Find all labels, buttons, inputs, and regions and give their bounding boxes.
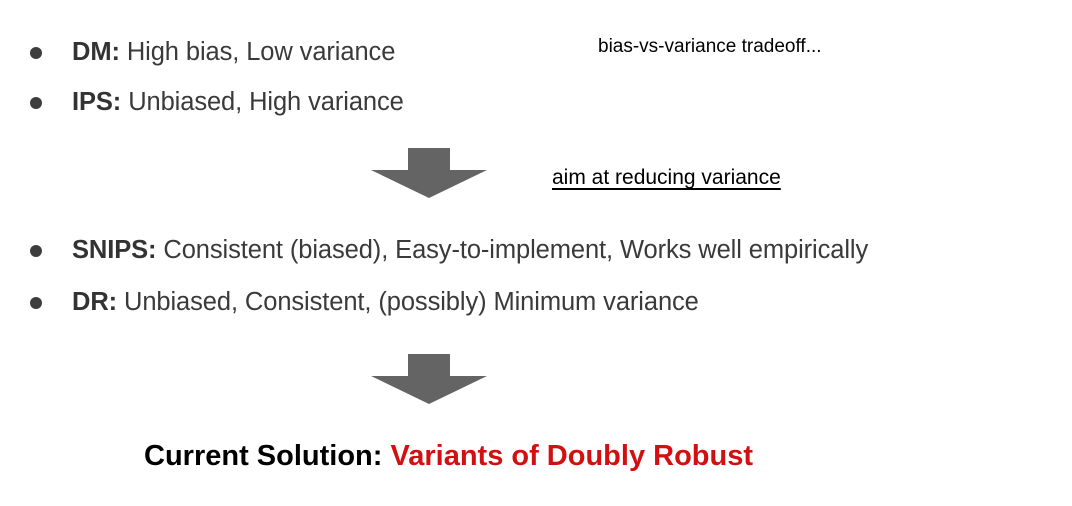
bullet-item-rest: Consistent (biased), Easy-to-implement, …: [156, 236, 869, 264]
annotation-aim-at-reducing-variance: aim at reducing variance: [552, 166, 781, 189]
list-item: SNIPS: Consistent (biased), Easy-to-impl…: [0, 236, 868, 265]
bullet-item-lead: DM:: [72, 38, 120, 66]
list-item: DM: High bias, Low variance: [0, 38, 395, 67]
bullet-item-label: SNIPS: Consistent (biased), Easy-to-impl…: [72, 236, 868, 265]
bullet-item-label: DR: Unbiased, Consistent, (possibly) Min…: [72, 288, 699, 317]
bullet-item-lead: SNIPS:: [72, 236, 157, 264]
conclusion-line: Current Solution: Variants of Doubly Rob…: [144, 440, 753, 473]
conclusion-label: Current Solution:: [144, 440, 383, 472]
bullet-item-lead: DR:: [72, 288, 118, 316]
bullet-item-lead: IPS:: [72, 88, 122, 116]
annotation-bias-variance-tradeoff: bias-vs-variance tradeoff...: [598, 36, 822, 57]
down-arrow-icon: [371, 354, 487, 404]
list-item: IPS: Unbiased, High variance: [0, 88, 404, 117]
bullet-item-label: IPS: Unbiased, High variance: [72, 88, 404, 117]
bullet-item-rest: High bias, Low variance: [119, 38, 396, 66]
bullet-item-label: DM: High bias, Low variance: [72, 38, 395, 67]
bullet-point-icon: [30, 47, 42, 59]
list-item: DR: Unbiased, Consistent, (possibly) Min…: [0, 288, 699, 317]
bullet-point-icon: [30, 297, 42, 309]
bullet-item-rest: Unbiased, Consistent, (possibly) Minimum…: [117, 288, 699, 316]
conclusion-value: Variants of Doubly Robust: [382, 440, 754, 472]
bullet-point-icon: [30, 97, 42, 109]
down-arrow-icon: [371, 148, 487, 198]
bullet-item-rest: Unbiased, High variance: [121, 88, 404, 116]
bullet-point-icon: [30, 245, 42, 257]
